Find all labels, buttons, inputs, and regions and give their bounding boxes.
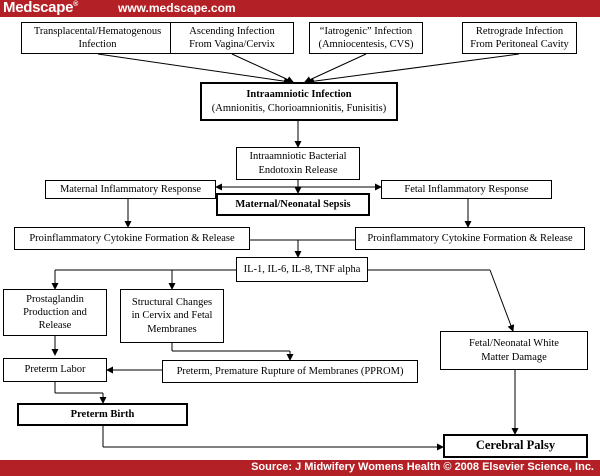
node-cerebral-palsy: Cerebral Palsy [443, 434, 588, 458]
node-iatrogenic-infection: “Iatrogenic” Infection (Amniocentesis, C… [309, 22, 423, 54]
source-credit: Source: J Midwifery Womens Health © 2008… [251, 461, 594, 473]
intraamniotic-subtitle: (Amnionitis, Chorioamnionitis, Funisitis… [211, 102, 387, 114]
node-ascending-infection: Ascending Infection From Vagina/Cervix [170, 22, 294, 54]
node-endotoxin-release: Intraamniotic Bacterial Endotoxin Releas… [236, 147, 360, 180]
node-preterm-birth: Preterm Birth [17, 403, 188, 426]
node-white-matter-damage: Fetal/Neonatal White Matter Damage [440, 331, 588, 370]
node-fetal-inflammatory-response: Fetal Inflammatory Response [381, 180, 552, 199]
node-structural-changes: Structural Changes in Cervix and Fetal M… [120, 289, 224, 343]
arrow-transplacental [97, 53, 291, 85]
node-cytokine-right: Proinflammatory Cytokine Formation & Rel… [355, 227, 585, 250]
node-pprom: Preterm, Premature Rupture of Membranes … [162, 360, 418, 383]
arrow-retrograde [307, 53, 520, 85]
node-retrograde-infection: Retrograde Infection From Peritoneal Cav… [462, 22, 577, 54]
footer-bar: Source: J Midwifery Womens Health © 2008… [0, 460, 600, 476]
header-bar: Medscape® www.medscape.com [0, 0, 600, 17]
node-preterm-labor: Preterm Labor [3, 358, 107, 382]
intraamniotic-title: Intraamniotic Infection [246, 89, 352, 101]
node-interleukins: IL-1, IL-6, IL-8, TNF alpha [236, 257, 368, 282]
site-url[interactable]: www.medscape.com [118, 1, 236, 15]
node-transplacental-infection: Transplacental/Hematogenous Infection [21, 22, 174, 54]
medscape-logo: Medscape® [3, 0, 78, 16]
arrow-iatrogenic [304, 53, 367, 83]
node-maternal-inflammatory-response: Maternal Inflammatory Response [45, 180, 216, 199]
node-intraamniotic-infection: Intraamniotic Infection (Amnionitis, Cho… [200, 82, 398, 121]
node-prostaglandin: Prostaglandin Production and Release [3, 289, 107, 336]
node-maternal-neonatal-sepsis: Maternal/Neonatal Sepsis [216, 193, 370, 216]
arrow-ascending [231, 53, 294, 83]
node-cytokine-left: Proinflammatory Cytokine Formation & Rel… [14, 227, 250, 250]
arrow-to-white-matter [489, 269, 515, 332]
